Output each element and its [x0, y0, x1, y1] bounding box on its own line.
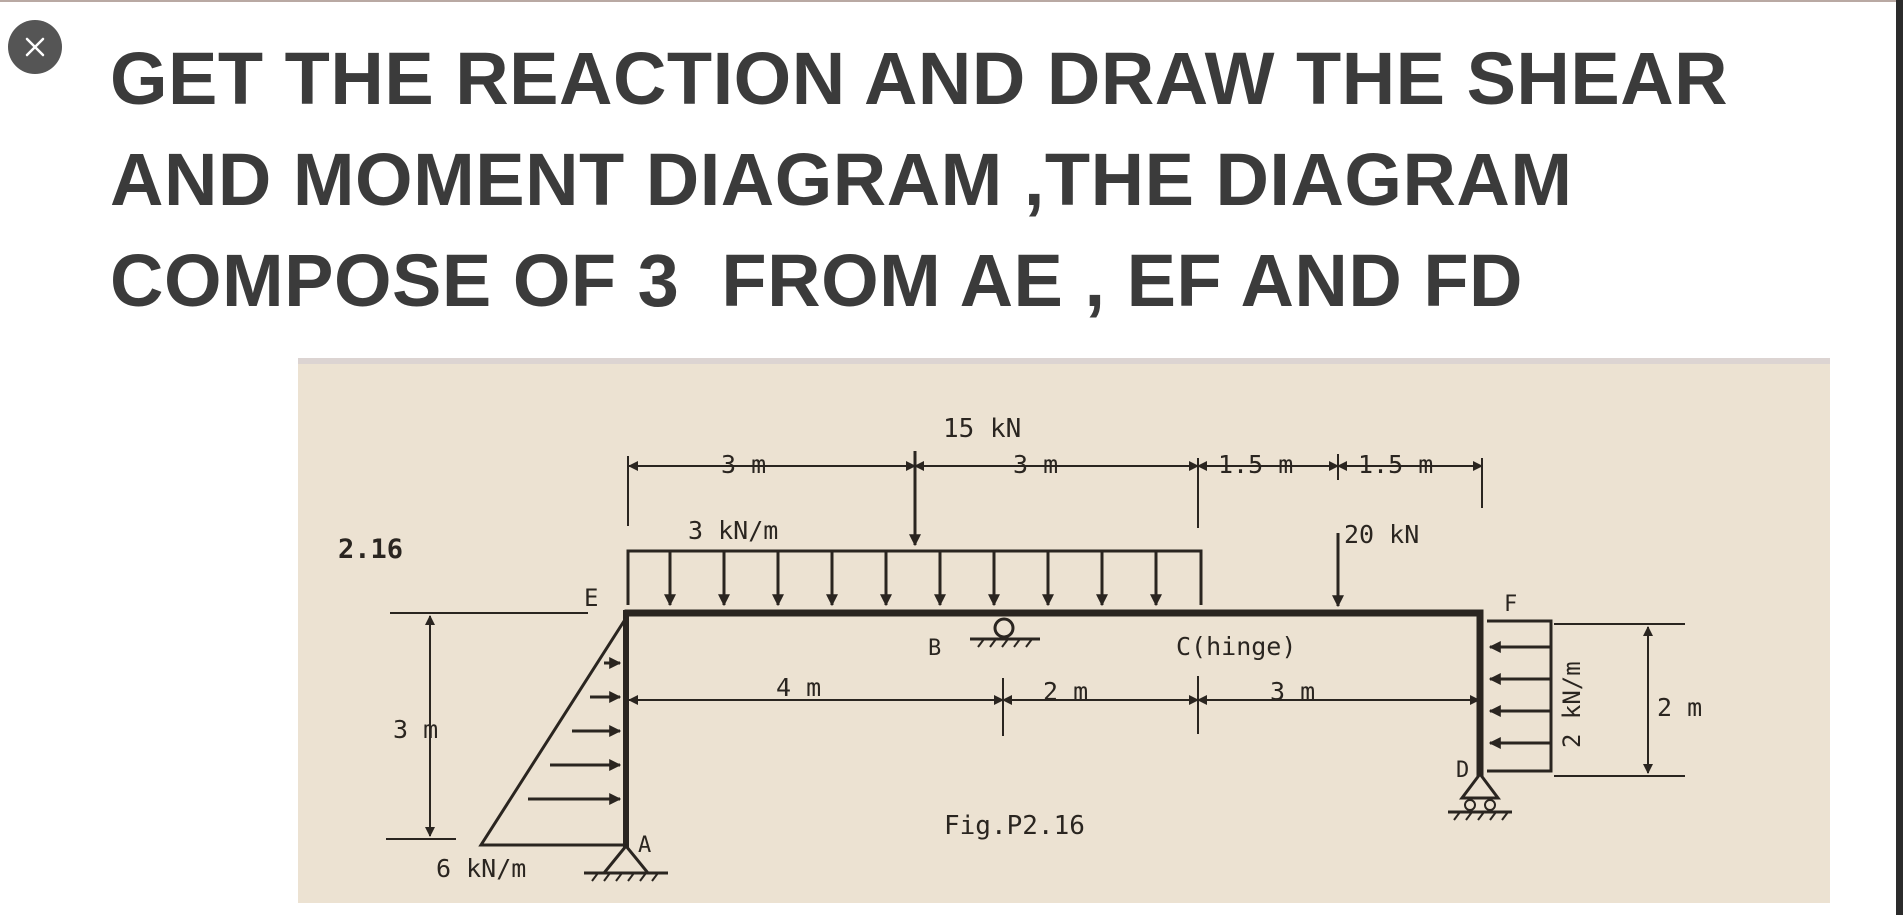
- triangle-outline: [478, 617, 628, 847]
- load-label-15kn: 15 kN: [943, 414, 1021, 444]
- dim-top-4: 1.5 m: [1358, 450, 1433, 479]
- dim-left-height: 3 m: [393, 715, 438, 744]
- right-udl-outline: [1487, 619, 1553, 773]
- dim-top-3: 1.5 m: [1218, 450, 1293, 479]
- close-icon: [25, 37, 45, 57]
- frame-diagram: 2.16 15 kN 3 kN/m 20 kN 6 kN/m 2 kN/m 3 …: [298, 358, 1830, 903]
- load-label-udl: 3 kN/m: [688, 516, 778, 545]
- close-button[interactable]: [8, 20, 62, 74]
- question-line: AND MOMENT DIAGRAM ,THE DIAGRAM: [110, 138, 1573, 221]
- figure-background: [298, 358, 1830, 903]
- supports: [584, 617, 1512, 882]
- uniform-load: [626, 549, 1203, 607]
- dim-top-1: 3 m: [721, 450, 766, 479]
- load-label-right-udl: 2 kN/m: [1558, 661, 1586, 748]
- dim-bottom-1: 4 m: [776, 673, 821, 702]
- support-b: [970, 617, 1040, 648]
- load-label-triangular: 6 kN/m: [436, 854, 526, 883]
- point-label-d: D: [1456, 758, 1469, 783]
- load-label-20kn: 20 kN: [1344, 520, 1419, 549]
- support-a: [584, 843, 668, 882]
- figure-caption: Fig.P2.16: [944, 811, 1085, 841]
- right-uniform-load: [1487, 619, 1553, 773]
- question-title: GET THE REACTION AND DRAW THE SHEAR AND …: [110, 28, 1870, 331]
- point-label-a: A: [638, 833, 651, 858]
- question-line: COMPOSE OF 3 FROM AE , EF AND FD: [110, 239, 1523, 322]
- point-label-e: E: [584, 584, 598, 612]
- problem-number: 2.16: [338, 534, 403, 565]
- frame-members: [623, 609, 1484, 848]
- dim-top-2: 3 m: [1013, 450, 1058, 479]
- right-edge-bar: [1896, 0, 1903, 915]
- figure-top-border: [298, 358, 1830, 364]
- question-line: GET THE REACTION AND DRAW THE SHEAR: [110, 37, 1729, 120]
- triangular-load: [478, 617, 628, 847]
- structure-figure: 2.16 15 kN 3 kN/m 20 kN 6 kN/m 2 kN/m 3 …: [298, 358, 1830, 903]
- point-label-c: C(hinge): [1176, 632, 1296, 661]
- top-border: [0, 0, 1903, 2]
- dim-bottom-2: 2 m: [1043, 677, 1088, 706]
- dimension-lines: [386, 454, 1685, 840]
- dim-bottom-3: 3 m: [1270, 677, 1315, 706]
- point-label-b: B: [928, 636, 941, 661]
- point-label-f: F: [1504, 592, 1517, 617]
- udl-outline: [626, 549, 1203, 605]
- support-d: [1448, 771, 1512, 821]
- dim-right-height: 2 m: [1657, 693, 1702, 722]
